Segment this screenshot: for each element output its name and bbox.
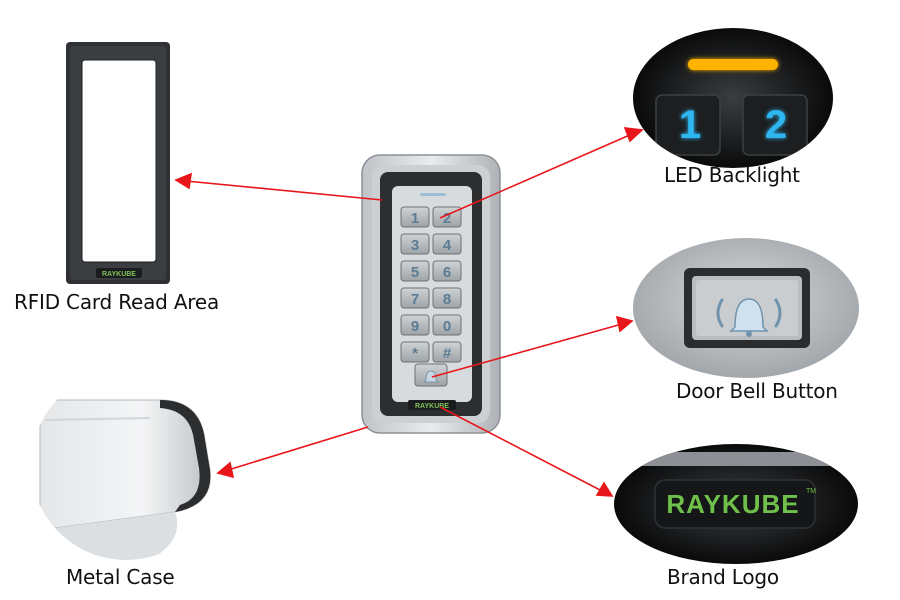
keypad-key-label: 5 — [411, 264, 419, 281]
keypad-key — [432, 233, 462, 255]
keypad-key — [432, 341, 462, 363]
callout-rfid-label: RFID Card Read Area — [14, 290, 220, 314]
callout-case-label: Metal Case — [66, 565, 175, 589]
logo-brand-text: RAYKUBE — [666, 489, 799, 519]
callout-logo-label: Brand Logo — [667, 565, 779, 589]
arrow-case — [227, 426, 369, 471]
keypad-key-label: 0 — [443, 318, 451, 335]
led-key-2: 2 — [765, 103, 787, 147]
rfid-frame-image: RAYKUBE — [66, 42, 170, 284]
keypad-key — [432, 314, 462, 336]
keypad-key-label: 3 — [411, 237, 419, 254]
keypad-key — [400, 233, 430, 255]
keypad-key-label: 9 — [411, 318, 419, 335]
keypad-key — [400, 206, 430, 228]
bell-icon — [716, 298, 782, 337]
keypad-keys: 1 2 3 4 5 6 7 8 9 0 * # — [400, 206, 462, 363]
keypad-key-label: 1 — [411, 210, 419, 227]
arrow-bell — [431, 323, 623, 378]
keypad-key-label: # — [443, 345, 452, 362]
keypad-key-label: 6 — [443, 264, 451, 281]
keypad-key-label: 2 — [443, 210, 451, 227]
metal-case-zoom — [31, 370, 221, 560]
callout-led-label: LED Backlight — [664, 163, 800, 187]
device-brand-text: RAYKUBE — [415, 403, 449, 410]
arrow-logo-head — [595, 481, 614, 497]
keypad-key-label: * — [412, 345, 418, 362]
door-bell-zoom — [633, 238, 859, 378]
arrow-bell-head — [615, 315, 634, 333]
keypad-key — [432, 260, 462, 282]
arrow-led — [439, 133, 633, 219]
callout-bell-label: Door Bell Button — [676, 379, 838, 403]
keypad-key — [400, 314, 430, 336]
device-bell-icon — [423, 370, 439, 383]
logo-trademark: TM — [806, 488, 816, 495]
keypad-key — [400, 341, 430, 363]
arrow-rfid-head — [174, 172, 192, 190]
keypad-key — [400, 287, 430, 309]
led-backlight-zoom: 1 2 — [633, 28, 833, 168]
arrow-logo — [439, 406, 603, 492]
callout-arrows — [174, 127, 644, 497]
keypad-device-image: 1 2 3 4 5 6 7 8 9 0 * # RAYKUBE — [361, 154, 501, 434]
arrow-led-head — [623, 127, 644, 143]
arrow-case-head — [216, 461, 235, 479]
keypad-key-label: 4 — [443, 237, 452, 254]
brand-logo-zoom: RAYKUBE TM — [614, 444, 858, 564]
keypad-key-label: 7 — [411, 291, 419, 308]
keypad-key-label: 8 — [443, 291, 451, 308]
keypad-key — [432, 287, 462, 309]
rfid-brand-text: RAYKUBE — [102, 271, 136, 278]
led-key-1: 1 — [679, 103, 701, 147]
arrow-rfid — [185, 180, 383, 201]
keypad-key — [400, 260, 430, 282]
